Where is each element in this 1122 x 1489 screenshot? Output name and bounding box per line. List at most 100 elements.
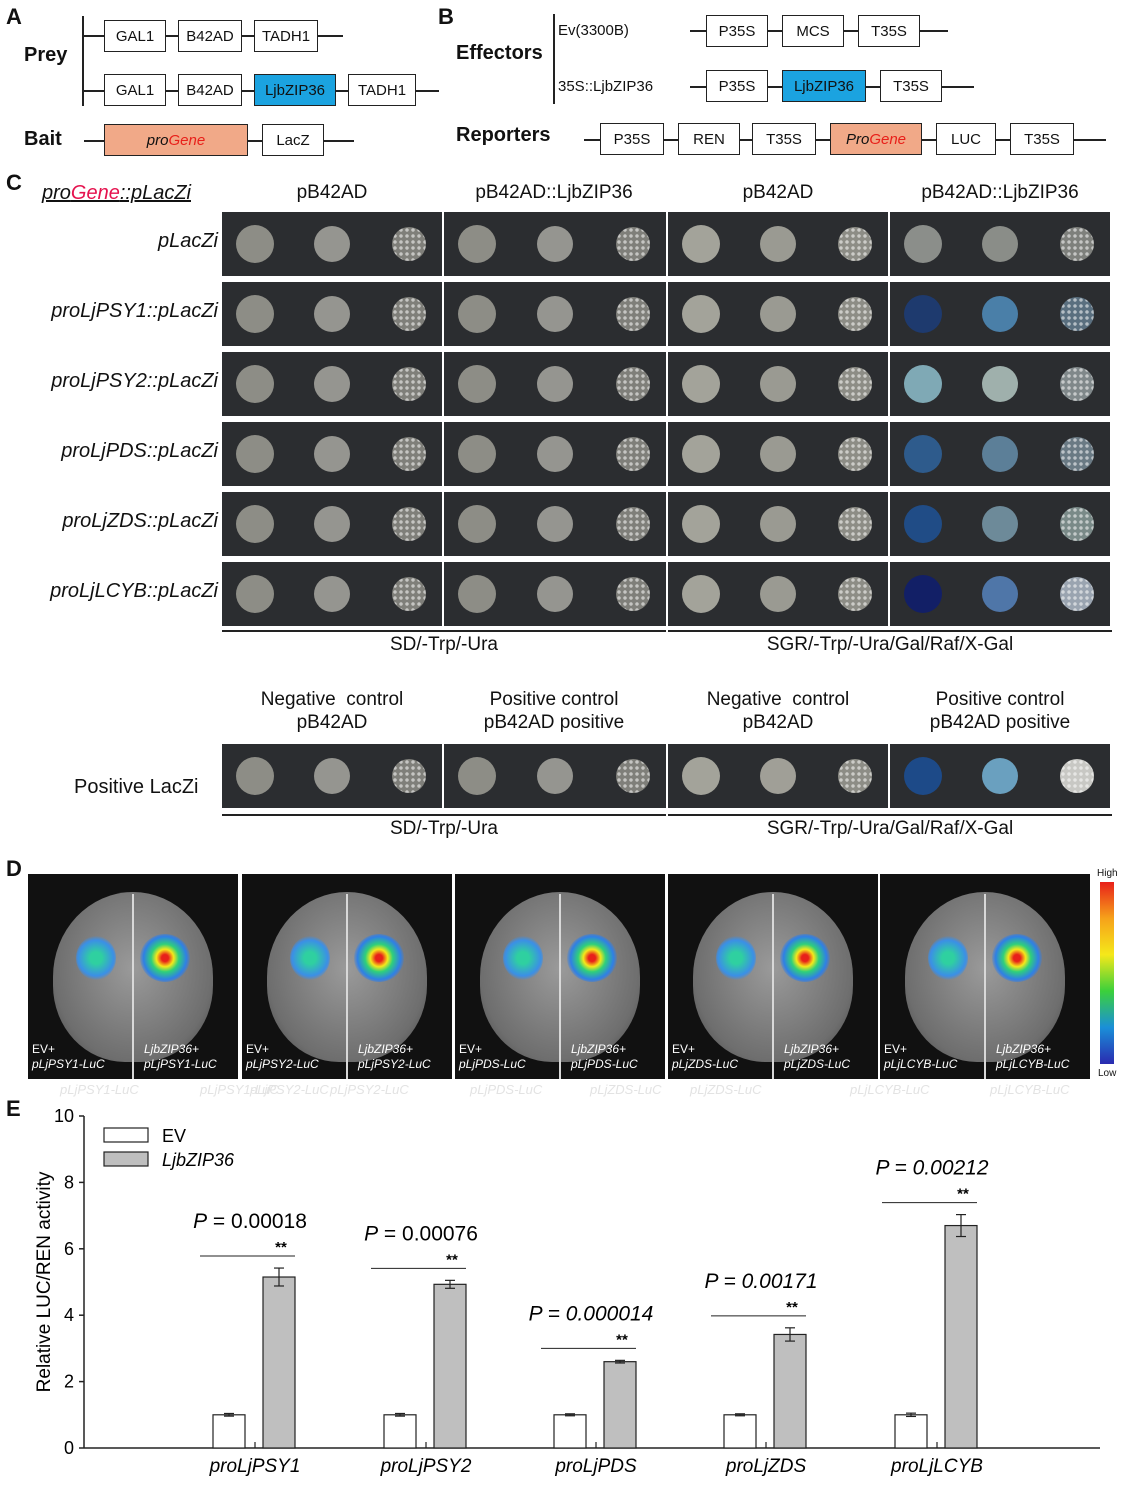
bar-ljbzip36 [433, 1283, 467, 1449]
leaf-image: EV+ pLjPSY2-LuC LjbZIP36+ pLjPSY2-LuC [242, 874, 452, 1079]
yeast-spot [1060, 577, 1094, 611]
leaf-midrib [346, 894, 348, 1079]
panel-label-a: A [6, 4, 22, 29]
yeast-spot [1060, 297, 1094, 331]
pro-text: Pro [845, 130, 870, 148]
effector-part: MCS [782, 15, 844, 47]
p-value-text: = 0.00212 [889, 1157, 989, 1180]
media-label: SGR/-Trp/-Ura/Gal/Raf/X-Gal [766, 818, 1014, 839]
yeast-plate [222, 282, 442, 346]
effectors-label: Effectors [456, 42, 543, 64]
yeast-plate [222, 352, 442, 416]
p-value-label: P = 0.00018 [193, 1210, 307, 1233]
bar-ev [894, 1414, 928, 1449]
y-tick-label: 4 [64, 1305, 74, 1325]
reporters-label: Reporters [456, 124, 551, 146]
yeast-spot [236, 575, 274, 613]
yeast-spot [236, 435, 274, 473]
yeast-spot [392, 227, 426, 261]
intensity-scale-bar [1100, 882, 1114, 1064]
yeast-spot [236, 225, 274, 263]
yeast-spot [392, 297, 426, 331]
prey-label: Prey [24, 44, 68, 66]
leaf-caption-right-a: LjbZIP36+ [358, 1042, 414, 1056]
yeast-spot [236, 295, 274, 333]
yeast-plate [222, 212, 442, 276]
yeast-spot [537, 296, 573, 332]
control-header-line: pB42AD [742, 712, 814, 733]
bar-ljbzip36 [944, 1224, 978, 1449]
x-tick-label: proLjPDS [554, 1456, 637, 1477]
yeast-spot [982, 366, 1018, 402]
bar-ev [723, 1414, 757, 1449]
yeast-spot [760, 226, 796, 262]
yeast-spot [537, 506, 573, 542]
yeast-spot [760, 576, 796, 612]
leaf-caption-right-b: pLjPSY2-LuC [358, 1057, 431, 1071]
leaf-caption-right-a: LjbZIP36+ [144, 1042, 200, 1056]
yeast-spot [615, 577, 650, 611]
ghost-label: pLjPSY2-LuC [330, 1082, 409, 1097]
leaf-caption-left-b: pLjPSY1-LuC [32, 1057, 105, 1071]
reporter-part: REN [678, 123, 740, 155]
bar-ljbzip36 [603, 1361, 637, 1449]
p-value-label: P = 0.000014 [529, 1302, 654, 1325]
y-tick-label: 0 [64, 1438, 74, 1458]
yeast-spot [458, 505, 497, 543]
yeast-spot [838, 577, 872, 611]
panel-label-d: D [6, 856, 22, 881]
leaf-caption-right-b: pLjZDS-LuC [784, 1057, 851, 1071]
yeast-spot [537, 366, 573, 402]
yeast-plate [222, 492, 442, 556]
panel-label-c: C [6, 170, 22, 195]
signal-spot-ev [503, 936, 543, 980]
legend-swatch-ljbzip36 [103, 1151, 149, 1167]
yeast-spot [1060, 227, 1094, 261]
yeast-plate [222, 562, 442, 626]
yeast-spot [982, 436, 1018, 472]
column-header: pB42AD::LjbZIP36 [921, 182, 1079, 203]
yeast-spot [904, 757, 942, 795]
corner-label: proGene::pLacZi [42, 182, 191, 205]
leaf-caption-right-a: LjbZIP36+ [996, 1042, 1052, 1056]
reporter-part: LUC [936, 123, 996, 155]
yeast-spot [458, 435, 497, 473]
row-label: proLjLCYB::pLacZi [50, 580, 218, 602]
control-header-line: Negative control [706, 689, 850, 710]
yeast-spot [838, 759, 872, 793]
leaf-midrib [984, 894, 986, 1079]
control-header: Negative control pB42AD [222, 688, 442, 734]
leaf-image: EV+ pLjPSY1-LuC LjbZIP36+ pLjPSY1-LuC [28, 874, 238, 1079]
yeast-spot [904, 295, 942, 333]
control-header-line: Negative control [260, 689, 404, 710]
yeast-plate [444, 352, 666, 416]
prey-part: GAL1 [104, 20, 166, 52]
significance-stars: ** [786, 1299, 798, 1316]
p-symbol: P [704, 1270, 718, 1293]
leaf-caption-left-a: EV+ [672, 1042, 696, 1056]
legend-label-ljbzip36: LjbZIP36 [162, 1150, 235, 1170]
ghost-label: pLjPSY2-LuC [250, 1082, 329, 1097]
signal-spot-ev [716, 936, 756, 980]
p-value-text: = 0.000014 [542, 1302, 654, 1325]
leaf-image: EV+ pLjLCYB-LuC LjbZIP36+ pLjLCYB-LuC [880, 874, 1090, 1079]
ghost-label: pLjZDS-LuC [590, 1082, 662, 1097]
p-symbol: P [875, 1157, 889, 1180]
leaf-midrib [559, 894, 561, 1079]
yeast-spot [682, 225, 720, 263]
leaf-midrib [772, 894, 774, 1079]
yeast-spot [838, 507, 872, 541]
p-value-label: P = 0.00212 [875, 1157, 988, 1180]
media-label: SD/-Trp/-Ura [389, 818, 499, 839]
control-header-line: pB42AD positive [929, 712, 1071, 733]
yeast-spot [1060, 507, 1094, 541]
signal-spot-ev [76, 936, 116, 980]
yeast-spot [982, 296, 1018, 332]
control-header-line: pB42AD [296, 712, 368, 733]
yeast-spot [682, 505, 720, 543]
control-header-line: pB42AD positive [483, 712, 625, 733]
ghost-label: pLjLCYB-LuC [990, 1082, 1070, 1097]
yeast-spot [904, 225, 942, 263]
row-label: pLacZi [157, 230, 218, 252]
yeast-spot [682, 365, 720, 403]
